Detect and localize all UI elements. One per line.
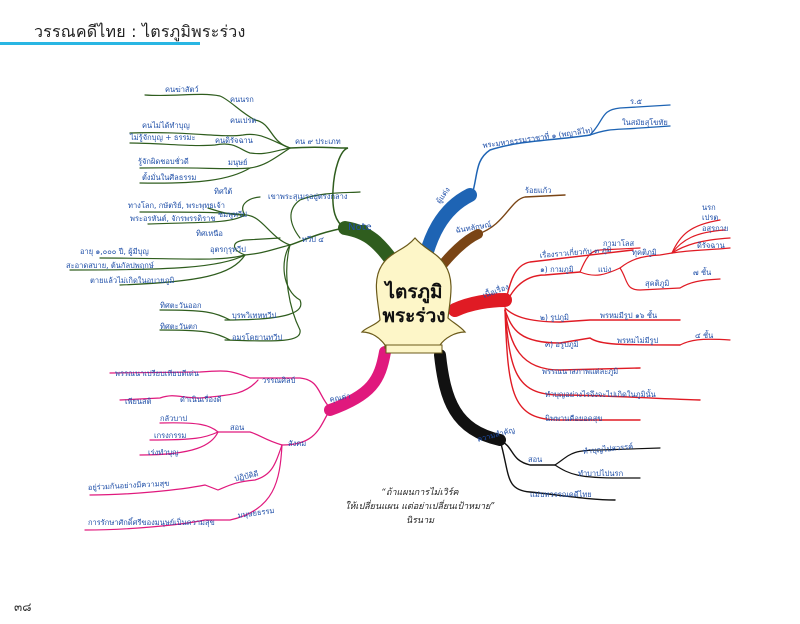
node-baeng[interactable]: แบ่ง: [598, 265, 612, 274]
value-branch-lines: [84, 346, 391, 531]
node-roi-kaeo[interactable]: ร้อยแก้ว: [525, 186, 552, 195]
node-dirachan[interactable]: ดิรัจฉาน: [697, 241, 725, 250]
node-kon9[interactable]: คน ๙ ประเภท: [295, 137, 341, 146]
center-base: [385, 344, 443, 354]
node-pret[interactable]: เปรต: [702, 213, 718, 222]
node-thit-tawan-ok[interactable]: ทิศตะวันออก: [160, 301, 202, 310]
node-kamalos[interactable]: กามาโลส: [603, 239, 635, 248]
node-manutsayatham[interactable]: มนุษยธรรม: [237, 506, 275, 520]
node-utarakuru[interactable]: อุตรกุรุทวีป: [210, 245, 246, 254]
node-thit-tawan-tok[interactable]: ทิศตะวันตก: [160, 322, 197, 331]
node-kreng-kam[interactable]: เกรงกรรม: [154, 431, 186, 440]
node-sorn-value[interactable]: สอน: [230, 423, 244, 432]
node-sukhati[interactable]: สุคติภูมิ: [645, 279, 669, 288]
node-manut[interactable]: มนุษย์: [228, 158, 247, 167]
node-wannasin[interactable]: วรรณศิลป์: [262, 376, 296, 385]
author-branch-lines: [418, 104, 671, 265]
quote-block: “ถ้าแผนการไม่เวิร์ค ให้เปลี่ยนแผน แต่อย่…: [310, 486, 530, 528]
node-narok[interactable]: นรก: [702, 203, 716, 212]
node-arahan[interactable]: พระอรหันต์, จักรพรรดิราช: [130, 214, 215, 223]
quote-author: นิรนาม: [405, 516, 435, 526]
node-raksa-saksri[interactable]: การรักษาศักดิ์ศรีของมนุษย์เป็นความสุข: [88, 517, 215, 527]
node-kon-kha-sat[interactable]: คนฆ่าสัตว์: [165, 85, 199, 94]
quote-line-2: ให้เปลี่ยนแผน แต่อย่าเปลี่ยนเป้าหมาย”: [345, 502, 495, 512]
node-phannana-priapthiap[interactable]: พรรณนาเปรียบเทียบดีเด่น: [115, 369, 199, 378]
node-kon-mai-tham-bun[interactable]: คนไม่ได้ทำบุญ: [142, 121, 190, 130]
node-nipphan[interactable]: นิพพานคือยอดสุข: [545, 414, 603, 423]
page-number: ๓๘: [14, 600, 32, 614]
node-arupaphum[interactable]: ๓) อรูปภูมิ: [545, 340, 579, 349]
node-tham-bun-yang-rai[interactable]: ทำบุญอย่างไรจึงจะไปเกิดในภูมินั้น: [545, 389, 656, 399]
node-sangkhom[interactable]: สังคม: [288, 439, 306, 448]
node-sorn-importance[interactable]: สอน: [528, 455, 542, 464]
note-trunk: [338, 221, 400, 269]
node-ayu-1000[interactable]: อายุ ๑,๐๐๐ ปี, ผู้มีบุญ: [80, 247, 149, 256]
node-chomphu[interactable]: ชมพูทวีป: [218, 210, 247, 219]
node-tai-laeo[interactable]: ตายแล้วไม่เกิดในอบายภูมิ: [90, 276, 174, 285]
node-thit-nuea[interactable]: ทิศเหนือ: [196, 229, 223, 238]
node-tang-man-sin[interactable]: ตั้งมั่นในศีลธรรม: [142, 172, 196, 182]
node-sukhothai[interactable]: ในสมัยสุโขทัย: [622, 118, 668, 127]
quote-line-1: “ถ้าแผนการไม่เวิร์ค: [381, 488, 459, 498]
node-yu-ruam-kan[interactable]: อยู่ร่วมกันอย่างมีความสุข: [88, 479, 170, 492]
node-value[interactable]: คุณค่า: [329, 391, 351, 404]
node-7-chan[interactable]: ๗ ชั้น: [693, 267, 711, 277]
node-kon-narok[interactable]: คนนรก: [230, 95, 254, 104]
importance-branch-lines: [434, 349, 661, 501]
node-sumeru[interactable]: เขาพระสุเมรุอยู่ตรงกลาง: [268, 192, 348, 201]
node-asurakai[interactable]: อสุรกาย: [702, 224, 728, 233]
node-phannana[interactable]: พรรณนาสภาพแต่ละภูมิ: [542, 367, 618, 376]
center-title-line2: พระร่วง: [382, 305, 445, 327]
content-branch-lines: [448, 219, 731, 421]
node-kon-dirachan[interactable]: คนดิรัจฉาน: [215, 136, 253, 145]
node-klua-bap[interactable]: กลัวบาป: [160, 414, 187, 423]
node-mai-ru-bun[interactable]: ไม่รู้จักบุญ + ธรรมะ: [129, 133, 196, 142]
node-tham-bun-sawan[interactable]: ทำบุญไปสวรรค์: [582, 442, 633, 456]
center-node[interactable]: ไตรภูมิ พระร่วง: [360, 237, 467, 354]
node-thit-tai[interactable]: ทิศใต้: [214, 187, 232, 196]
node-rupaphum[interactable]: ๒) รูปภูมิ: [540, 313, 569, 322]
node-ru-phit-chop[interactable]: รู้จักผิดชอบชั่วดี: [138, 156, 189, 166]
node-thawip4[interactable]: ทวีป ๔: [302, 235, 324, 244]
page-title: วรรณคดีไทย : ไตรภูมิพระร่วง: [34, 22, 246, 41]
node-burapha[interactable]: บุรพวิเทหทวีป: [232, 311, 277, 320]
node-4-chan[interactable]: ๔ ชั้น: [695, 330, 713, 340]
node-damnoen-rueang[interactable]: ดำเนินเรื่องดี: [180, 394, 222, 404]
node-reng-tham-bun[interactable]: เร่งทำบุญ: [148, 448, 179, 457]
node-r5[interactable]: ร.๕: [630, 97, 642, 106]
node-tham-bap-narok[interactable]: ทำบาปไปนรก: [578, 469, 623, 478]
node-phrom-mi-rup[interactable]: พรหมมีรูป ๑๖ ชั้น: [600, 310, 657, 320]
node-thukkhati[interactable]: ทุคติภูมิ: [632, 248, 657, 257]
node-note[interactable]: Note: [348, 222, 372, 233]
center-title-line1: ไตรภูมิ: [383, 280, 442, 304]
node-three-realms[interactable]: เรื่องราวเกี่ยวกับ ๓ ภูมิ: [539, 244, 612, 260]
node-kamaphum[interactable]: ๑) กามภูมิ: [540, 265, 574, 274]
node-phrom-mai-mi-rup[interactable]: พรหมไม่มีรูป: [617, 336, 659, 345]
node-mae-bot[interactable]: แม่บทวรรณคดีไทย: [530, 490, 592, 499]
node-thang-lok[interactable]: ทางโลก, กษัตริย์, พระพุทธเจ้า: [128, 201, 225, 210]
node-kon-pret[interactable]: คนเปรต: [230, 116, 256, 125]
node-sa-at[interactable]: สะอาดสบาย, ต้นกัลปพฤกษ์: [66, 261, 154, 270]
header-underline: [0, 42, 200, 45]
node-amorakoyan[interactable]: อมรโคยานทวีป: [232, 333, 282, 342]
node-phian-sati[interactable]: เพียนสติ: [125, 397, 152, 406]
